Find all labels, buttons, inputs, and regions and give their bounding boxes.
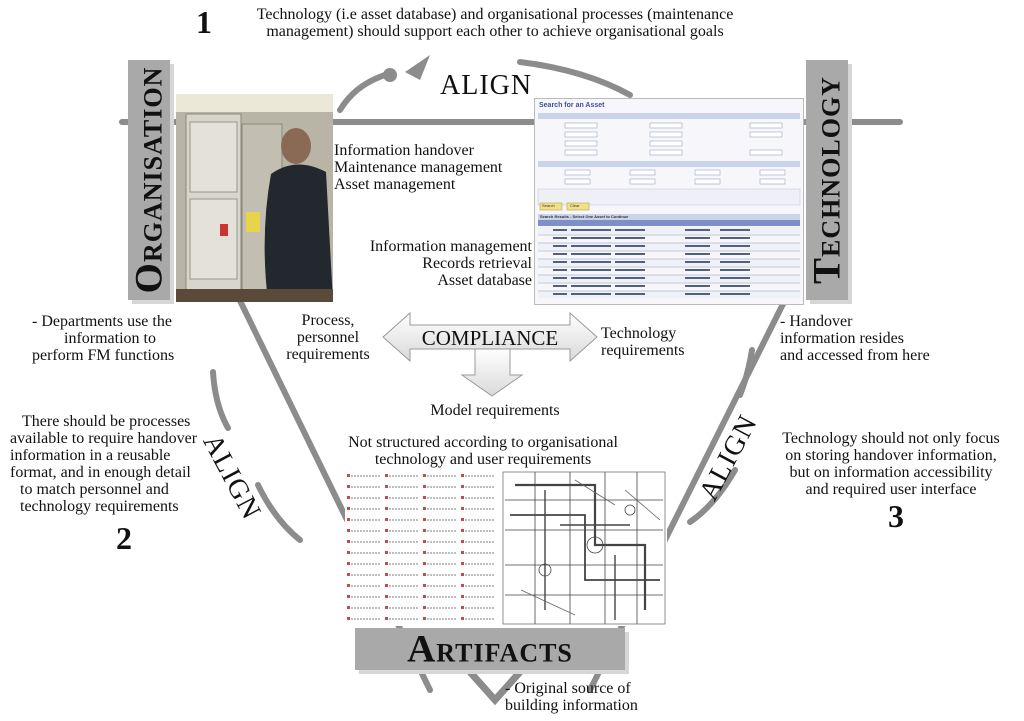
processes-note: There should be processes available to r…	[10, 413, 197, 515]
departments-line: - Departments use the	[32, 313, 172, 330]
organisation-label: ORGANISATION	[127, 66, 171, 294]
model-requirements: Model requirements	[430, 402, 560, 419]
screenshot-title: Search for an Asset	[539, 102, 605, 109]
org-function-item: Asset management	[334, 176, 456, 193]
artifacts-images	[345, 470, 667, 626]
tech-focus-note: Technology should not only focus on stor…	[760, 430, 1022, 498]
departments-note: - Departments use the information to per…	[32, 313, 174, 364]
departments-line: information to	[64, 330, 156, 347]
artifacts-box: ARTIFACTS	[355, 627, 625, 671]
top-arrow-head	[405, 55, 430, 80]
left-align-arc-lower	[255, 482, 303, 543]
technology-box: TECHNOLOGY	[805, 60, 849, 300]
tech-function-item: Records retrieval	[422, 255, 532, 272]
org-functions: Information handover Maintenance managem…	[334, 142, 502, 193]
processes-line: format, and in enough detail	[10, 464, 191, 481]
not-structured-line: technology and user requirements	[374, 451, 592, 468]
tech-function-item: Asset database	[437, 272, 532, 289]
processes-line: information in a reusable	[10, 447, 171, 464]
original-source-line: - Original source of	[505, 680, 631, 697]
compliance-left-line: requirements	[286, 346, 370, 363]
tech-focus-line: on storing handover information,	[785, 447, 997, 464]
artifacts-label: ARTIFACTS	[407, 627, 573, 671]
note-number-1: 1	[196, 4, 212, 40]
screenshot-results-header: Search Results - Select One Asset to Con…	[540, 214, 629, 219]
tech-focus-line: but on information accessibility	[789, 464, 993, 481]
artifacts-illustration	[347, 471, 666, 625]
handover-line: information resides	[780, 330, 904, 347]
right-align-arc-upper	[737, 347, 755, 398]
tech-focus-line: and required user interface	[805, 481, 977, 498]
asset-search-screenshot: Search for an Asset	[534, 98, 804, 305]
top-note: Technology (i.e asset database) and orga…	[215, 6, 775, 40]
top-align-arc-right	[517, 59, 633, 98]
org-function-item: Maintenance management	[334, 159, 503, 176]
compliance-down-arrow	[460, 348, 524, 397]
top-note-line1: Technology (i.e asset database) and orga…	[256, 6, 734, 23]
org-function-item: Information handover	[334, 142, 474, 159]
compliance-double-arrow	[382, 311, 598, 363]
handover-line: - Handover	[780, 313, 853, 330]
left-align-arc-upper	[210, 369, 231, 431]
screenshot-form	[537, 113, 801, 298]
compliance-right-requirements: Technology requirements	[601, 325, 685, 359]
processes-line: There should be processes	[22, 413, 191, 430]
bottom-v-arrow	[467, 669, 523, 706]
screenshot-clear-button: Clear	[570, 203, 580, 208]
note-number-2: 2	[116, 520, 132, 556]
building-drawing	[502, 471, 666, 625]
photo-illustration	[176, 94, 333, 302]
compliance-right-line: Technology	[601, 325, 677, 342]
compliance-right-line: requirements	[601, 342, 685, 359]
not-structured-note: Not structured according to organisation…	[318, 434, 648, 468]
screenshot-search-button: Search	[542, 203, 555, 208]
original-source-note: - Original source of building informatio…	[505, 680, 638, 714]
note-number-3: 3	[888, 498, 904, 534]
top-arc-dot	[383, 68, 397, 82]
compliance-left-requirements: Process, personnel requirements	[278, 312, 378, 363]
compliance-left-line: Process,	[301, 312, 355, 329]
tech-function-item: Information management	[369, 238, 532, 255]
document-file-list	[347, 474, 464, 477]
right-align-arc-lower	[687, 467, 738, 525]
top-note-line2: management) should support each other to…	[266, 23, 724, 40]
processes-line: technology requirements	[20, 498, 179, 515]
tech-focus-line: Technology should not only focus	[782, 430, 1000, 447]
processes-line: to match personnel and	[20, 481, 169, 498]
align-label-top: ALIGN	[440, 70, 533, 101]
top-align-arc-left	[337, 72, 388, 113]
not-structured-line: Not structured according to organisation…	[348, 434, 618, 451]
organisation-photo	[176, 94, 333, 302]
compliance-left-line: personnel	[296, 329, 360, 346]
handover-note: - Handover information resides and acces…	[780, 313, 930, 364]
technology-label: TECHNOLOGY	[805, 76, 849, 284]
original-source-line: building information	[505, 697, 638, 714]
compliance-label: COMPLIANCE	[421, 326, 559, 350]
processes-line: available to require handover	[10, 430, 198, 447]
handover-line: and accessed from here	[780, 347, 930, 364]
departments-line: perform FM functions	[32, 347, 175, 364]
tech-functions: Information management Records retrieval…	[334, 238, 532, 289]
organisation-box: ORGANISATION	[127, 60, 171, 300]
